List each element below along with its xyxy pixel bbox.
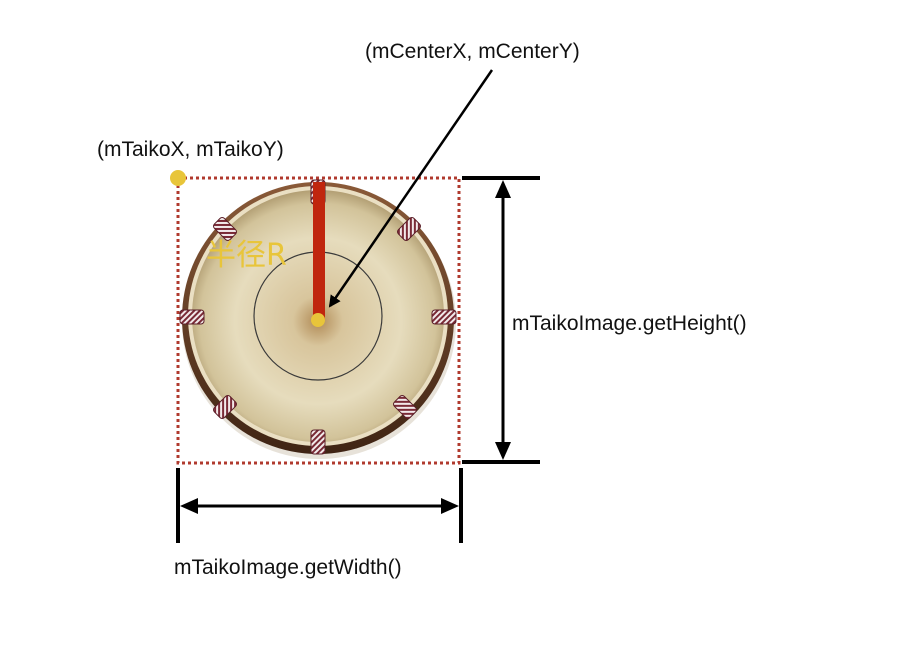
- image-bounding-box: [176, 176, 461, 465]
- height-label: mTaikoImage.getHeight(): [512, 312, 747, 335]
- width-dimension: [176, 468, 463, 543]
- radius-label: 半径R: [206, 238, 287, 273]
- center-point-icon: [311, 313, 325, 327]
- drum-tacks: [179, 179, 457, 455]
- origin-point-icon: [170, 170, 186, 186]
- origin-label: (mTaikoX, mTaikoY): [97, 138, 284, 161]
- center-arrow: [328, 69, 494, 308]
- width-label: mTaikoImage.getWidth(): [174, 556, 402, 579]
- height-dimension: [462, 176, 540, 464]
- center-label: (mCenterX, mCenterY): [365, 40, 580, 63]
- radius-line: [313, 182, 325, 320]
